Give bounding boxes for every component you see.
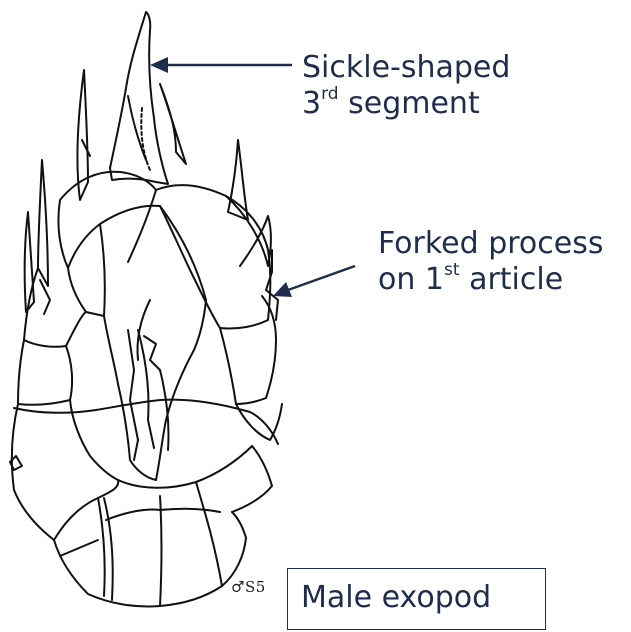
sickle-arrowhead [150,57,168,73]
forked-label-line2: on 1st article [378,262,604,298]
forked-label-superscript: st [444,260,460,280]
forked-arrow-line [288,266,355,290]
caption-box: Male exopod [287,568,546,630]
right-top-spine [160,84,186,164]
lower-band [14,400,278,444]
forked-label-line1: Forked process [378,226,604,262]
sickle-label-line2: 3rd segment [302,86,510,122]
sickle-label-ordinal: 3 [302,86,321,121]
upper-segment [58,172,270,329]
left-column [24,268,86,347]
forked-process-label: Forked process on 1st article [378,226,604,298]
sickle-segment-label: Sickle-shaped 3rd segment [302,50,510,122]
forked-label-word: article [460,262,564,297]
sickle-label-line1: Sickle-shaped [302,50,510,86]
sickle-segment [110,12,168,184]
left-small-spine [38,160,48,286]
artist-initials: ♂S5 [231,569,266,605]
right-column [226,196,271,266]
sickle-label-word: segment [339,86,480,121]
sickle-label-superscript: rd [321,84,338,104]
central-structure [104,300,206,480]
forked-label-ordinal: on 1 [378,262,444,297]
